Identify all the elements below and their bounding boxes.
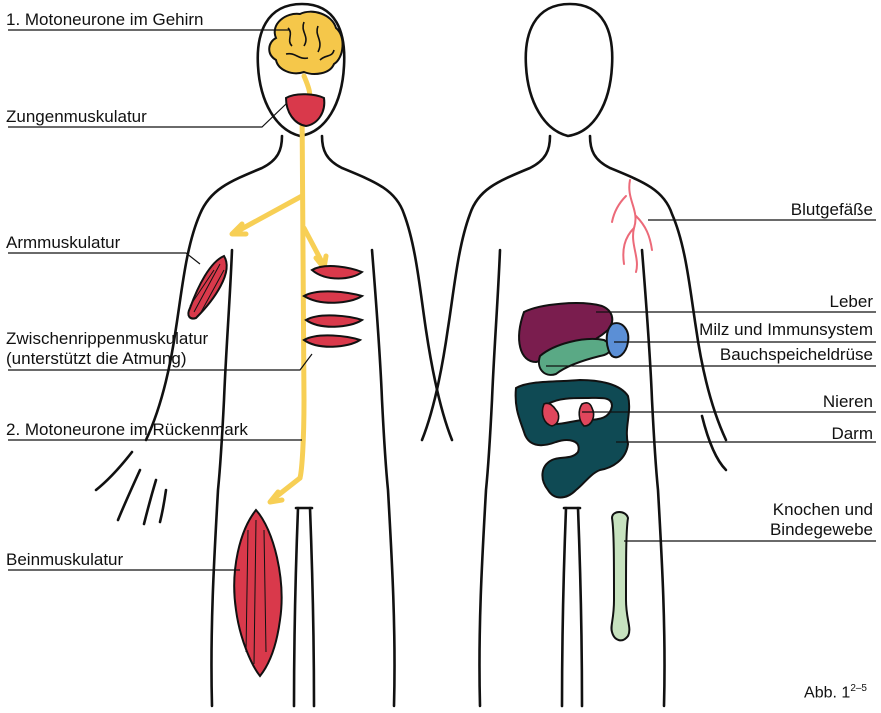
- arm-muscle: [188, 256, 226, 319]
- spleen: [607, 323, 629, 357]
- label-kidneys: Nieren: [823, 392, 873, 412]
- figure-caption: Abb. 12–5: [804, 683, 867, 702]
- label-bone-line1: Knochen und: [773, 500, 873, 520]
- label-leg-muscles: Beinmuskulatur: [6, 550, 123, 570]
- blood-vessels: [612, 180, 652, 272]
- label-spleen-immune: Milz und Immunsystem: [699, 320, 873, 340]
- label-brain-motoneurons: 1. Motoneurone im Gehirn: [6, 10, 204, 30]
- intercostal-muscles: [304, 266, 362, 347]
- label-intestine: Darm: [831, 424, 873, 444]
- figure-caption-text: Abb. 1: [804, 684, 850, 701]
- tongue-muscle: [286, 94, 324, 126]
- label-bone-line2: Bindegewebe: [770, 520, 873, 540]
- label-blood-vessels: Blutgefäße: [791, 200, 873, 220]
- label-spinal-motoneurons: 2. Motoneurone im Rückenmark: [6, 420, 248, 440]
- label-liver: Leber: [830, 292, 873, 312]
- label-tongue-muscles: Zungenmuskulatur: [6, 107, 147, 127]
- intestine: [516, 380, 630, 498]
- brain: [269, 12, 342, 74]
- label-intercostal-note: (unterstützt die Atmung): [6, 349, 186, 369]
- bone: [611, 512, 629, 640]
- label-intercostal-muscles: Zwischenrippenmuskulatur: [6, 329, 208, 349]
- figure-caption-refs: 2–5: [850, 683, 867, 694]
- label-arm-muscles: Armmuskulatur: [6, 233, 120, 253]
- leg-muscle: [234, 510, 281, 676]
- label-pancreas: Bauchspeicheldrüse: [720, 345, 873, 365]
